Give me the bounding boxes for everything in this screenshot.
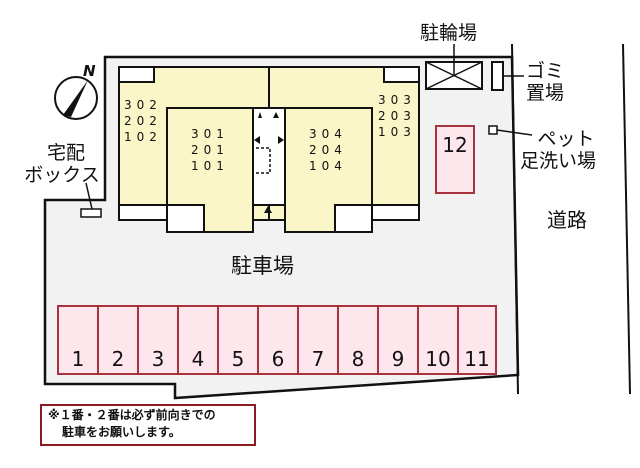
room-number: 201: [191, 143, 229, 157]
compass-icon: [54, 76, 98, 120]
delivery-box-label-line2: ボックス: [24, 164, 100, 186]
bicycle-parking-icon: [425, 44, 483, 90]
parking-slot-number: 12: [442, 133, 468, 157]
parking-slot-9: 9: [377, 305, 419, 375]
porch-103: [371, 204, 420, 221]
balcony-303: [383, 66, 420, 83]
pet-wash-icon: [488, 125, 533, 136]
arrow-left-icon: [254, 136, 260, 144]
parking-slot-number: 3: [151, 347, 165, 371]
arrow-right-icon: [278, 136, 284, 144]
stairwell: [252, 107, 286, 206]
parking-row: 1 2 3 4 5 6 7 8 9 10 11: [57, 305, 497, 375]
room-number: 101: [191, 159, 229, 173]
garbage-area-label-line2: 置場: [526, 82, 565, 104]
arrow-up-icon: [258, 112, 262, 118]
delivery-box-label: 宅配 ボックス: [22, 142, 102, 186]
garbage-area-label-line1: ゴミ: [526, 60, 565, 82]
pet-wash-label-line2: 足洗い場: [520, 150, 597, 172]
parking-slot-number: 4: [191, 347, 205, 371]
parking-slot-number: 2: [111, 347, 125, 371]
pet-wash-label: ペット 足洗い場: [520, 128, 596, 172]
parking-slot-3: 3: [137, 305, 179, 375]
parking-slot-number: 1: [71, 347, 85, 371]
compass-north-label: N: [83, 62, 96, 80]
parking-note: ※１番・２番は必ず前向きでの 駐車をお願いします。: [40, 404, 256, 446]
road-edge-right: [622, 43, 631, 395]
room-number: 301: [191, 127, 229, 141]
stair-dashed-outline: [255, 147, 271, 174]
porch-104: [334, 204, 373, 233]
parking-slot-5: 5: [217, 305, 259, 375]
room-number: 103: [378, 125, 416, 139]
balcony-302: [118, 66, 155, 83]
garbage-area-label: ゴミ 置場: [526, 60, 564, 104]
parking-slot-6: 6: [257, 305, 299, 375]
parking-slot-8: 8: [337, 305, 379, 375]
parking-slot-number: 6: [271, 347, 285, 371]
room-number: 203: [378, 109, 416, 123]
garbage-area-icon: [491, 61, 524, 91]
road-label: 道路: [547, 208, 587, 232]
parking-slot-number: 11: [464, 347, 490, 371]
unit-group-303: 303 203 103: [378, 92, 416, 140]
parking-note-line2: 駐車をお願いします。: [62, 425, 181, 439]
unit-group-302: 302 202 102: [124, 97, 162, 145]
porch-102: [118, 204, 168, 221]
parking-slot-1: 1: [57, 305, 99, 375]
parking-slot-7: 7: [297, 305, 339, 375]
parking-slot-number: 10: [425, 347, 451, 371]
parking-slot-number: 9: [391, 347, 405, 371]
room-number: 104: [309, 159, 347, 173]
parking-slot-12: 12: [435, 125, 475, 194]
parking-slot-number: 5: [231, 347, 245, 371]
pet-wash-label-line1: ペット: [537, 128, 595, 150]
unit-group-304: 304 204 104: [309, 126, 347, 174]
parking-slot-2: 2: [97, 305, 139, 375]
room-number: 302: [124, 98, 162, 112]
bicycle-parking-label: 駐輪場: [420, 22, 478, 44]
room-number: 304: [309, 127, 347, 141]
room-number: 204: [309, 143, 347, 157]
room-number: 102: [124, 130, 162, 144]
arrow-up-icon: [273, 112, 279, 118]
delivery-box-label-line1: 宅配: [46, 142, 85, 164]
delivery-box-icon: [80, 182, 102, 218]
parking-slot-10: 10: [417, 305, 459, 375]
parking-slot-number: 8: [351, 347, 365, 371]
parking-slot-number: 7: [311, 347, 325, 371]
unit-group-301: 301 201 101: [191, 126, 229, 174]
room-number: 202: [124, 114, 162, 128]
road-edge-left: [511, 43, 519, 395]
porch-101: [166, 204, 205, 233]
parking-lot-label: 駐車場: [231, 254, 294, 278]
parking-slot-4: 4: [177, 305, 219, 375]
parking-note-line1: ※１番・２番は必ず前向きでの: [48, 408, 216, 422]
room-number: 303: [378, 93, 416, 107]
parking-slot-11: 11: [457, 305, 497, 375]
arrow-up-icon: [264, 206, 272, 213]
